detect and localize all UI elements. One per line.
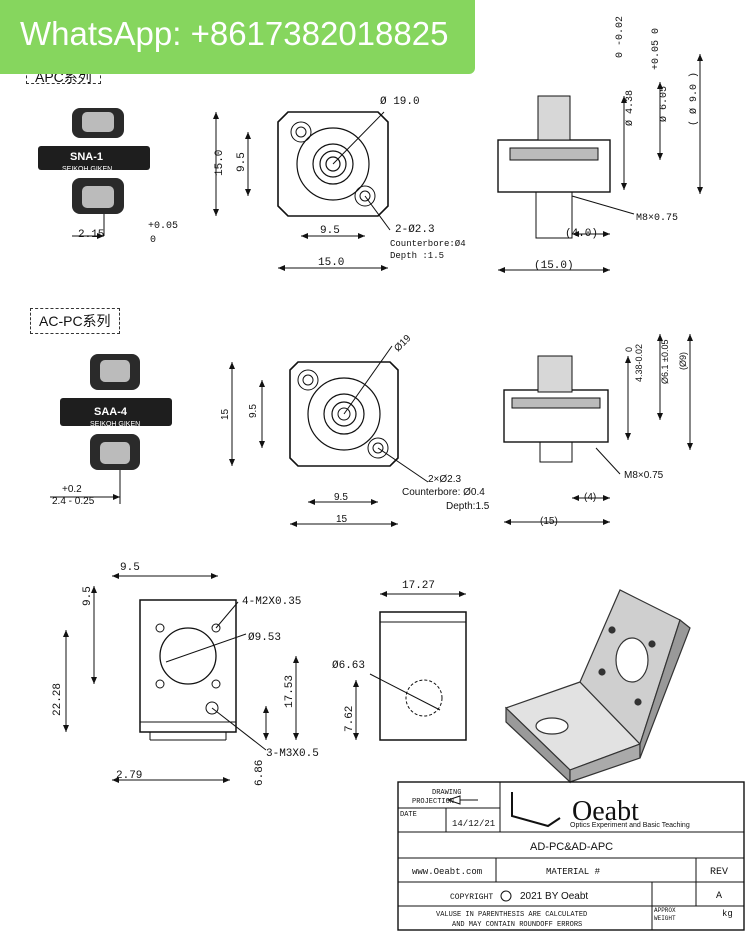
tb-date: 14/12/21 [452,819,495,829]
apc-depth: Depth :1.5 [390,251,444,261]
ac-thread: M8×0.75 [624,470,664,481]
tb-note-1: VALUSE IN PARENTHESIS ARE CALCULATED [436,911,587,919]
bracket-bottom-right: 6.86 [254,760,266,786]
ac-len2: (15) [540,516,558,527]
apc-len1: (4.0) [565,228,598,240]
apc-len2: (15.0) [534,260,574,272]
apc-side-view [497,54,703,273]
bracket-bottom-left: 2.79 [116,770,142,782]
apc-hole-dim: 2-Ø2.3 [395,224,435,236]
ac-depth: Depth:1.5 [446,501,490,512]
apc-height-dim: 15.0 [214,150,226,176]
ac-len1: (4) [584,492,596,503]
ac-height-dim: 15 [220,408,231,420]
apc-front-view [213,111,391,271]
tb-logo: Oeabt [572,796,639,827]
apc-offset-tol-lower: 0 [150,235,156,246]
tb-date-label: DATE [400,811,417,819]
tb-website: www.Oeabt.com [412,867,482,877]
bracket-3d-render [504,589,691,784]
ac-hole-dim: 2×Ø2.3 [428,474,462,485]
tb-copyright: 2021 BY Oeabt [520,891,588,902]
ac-inner-dim: 9.5 [248,404,259,418]
tb-unit: kg [722,909,733,919]
apc-side-dim2-tol: +0.05 0 [651,28,662,70]
ac-side-dim2: Ø6.1 ±0.05 [660,340,670,384]
apc-side-dim3: ( Ø 9.0 ) [688,72,700,126]
ac-side-dim1-tol: 0 [624,347,634,352]
bracket-top-dim: 9.5 [120,562,140,574]
tb-copyright-label: COPYRIGHT [450,893,493,902]
bracket-left-dim: 9.5 [82,586,94,606]
ac-side-view [503,334,693,525]
ac-counterbore: Counterbore: Ø0.4 [402,487,485,498]
bracket-side-width: 17.27 [402,580,435,592]
bracket-right-dim: 17.53 [284,675,296,708]
title-block [397,781,745,931]
tb-rev-label: REV [710,867,728,878]
apc-inner-dim: 9.5 [236,152,248,172]
apc-diag-dim: Ø 19.0 [380,96,420,108]
tb-approx-1: APPROX [654,907,676,914]
apc-side-dim1-tol: 0 -0.02 [615,16,626,58]
apc-side-dim2: Ø 6.05 [658,86,670,122]
apc-bottom-inner-dim: 9.5 [320,225,340,237]
apc-offset-dim: 2.15 [78,229,104,241]
tb-part-name: AD-PC&AD-APC [530,841,613,853]
ac-side-dim3: (Ø9) [678,352,688,370]
whatsapp-banner [0,0,475,74]
bracket-front-view [63,573,299,783]
tb-approx-2: WEIGHT [654,915,676,922]
apc-counterbore: Counterbore:Ø4 [390,239,466,249]
ac-diag-dim: Ø19 [392,333,413,354]
tb-tagline: Optics Experiment and Basic Teaching [570,822,690,829]
apc-bottom-dim: 15.0 [318,257,344,269]
bracket-side-height: 7.62 [344,706,356,732]
bracket-m3: 3-M3X0.5 [266,748,319,760]
apc-connector-photo: SNA-1 SEIKOH GIKEN 2.15 +0.05 0 [38,108,178,246]
bracket-side-hole: Ø6.63 [332,660,365,672]
bracket-bore: Ø9.53 [248,632,281,644]
apc-side-dim1: Ø 4.38 [624,90,636,126]
ac-bottom-dim: 15 [336,514,348,525]
ac-side-dim1: 4.38-0.02 [634,344,644,382]
tb-drawing-projection-2: PROJECTION [412,798,454,806]
ac-brand: SEIKOH GIKEN [90,421,140,428]
bracket-m2: 4-M2X0.35 [242,596,301,608]
ac-series-label: AC-PC系列 [30,308,120,334]
ac-product-name: SAA-4 [94,406,128,418]
apc-thread: M8×0.75 [636,213,678,224]
tb-drawing-projection-1: DRAWING [432,789,461,797]
apc-brand: SEIKOH GIKEN [62,166,112,173]
whatsapp-banner-text: WhatsApp: +8617382018825 [20,15,449,52]
ac-connector-photo: SAA-4 SEIKOH GIKEN [50,354,172,504]
ac-offset-dim: 2.4 - 0.25 [52,496,95,507]
apc-product-name: SNA-1 [70,151,103,163]
tb-rev: A [716,891,722,902]
ac-offset-tol-upper: +0.2 [62,484,82,495]
ac-front-view [229,345,429,527]
tb-note-2: AND MAY CONTAIN ROUNDOFF ERRORS [452,921,582,929]
bracket-height: 22.28 [52,683,64,716]
apc-offset-tol-upper: +0.05 [148,221,178,232]
bracket-side-view [353,591,467,741]
ac-bottom-inner-dim: 9.5 [334,492,348,503]
tb-material: MATERIAL # [546,867,601,877]
